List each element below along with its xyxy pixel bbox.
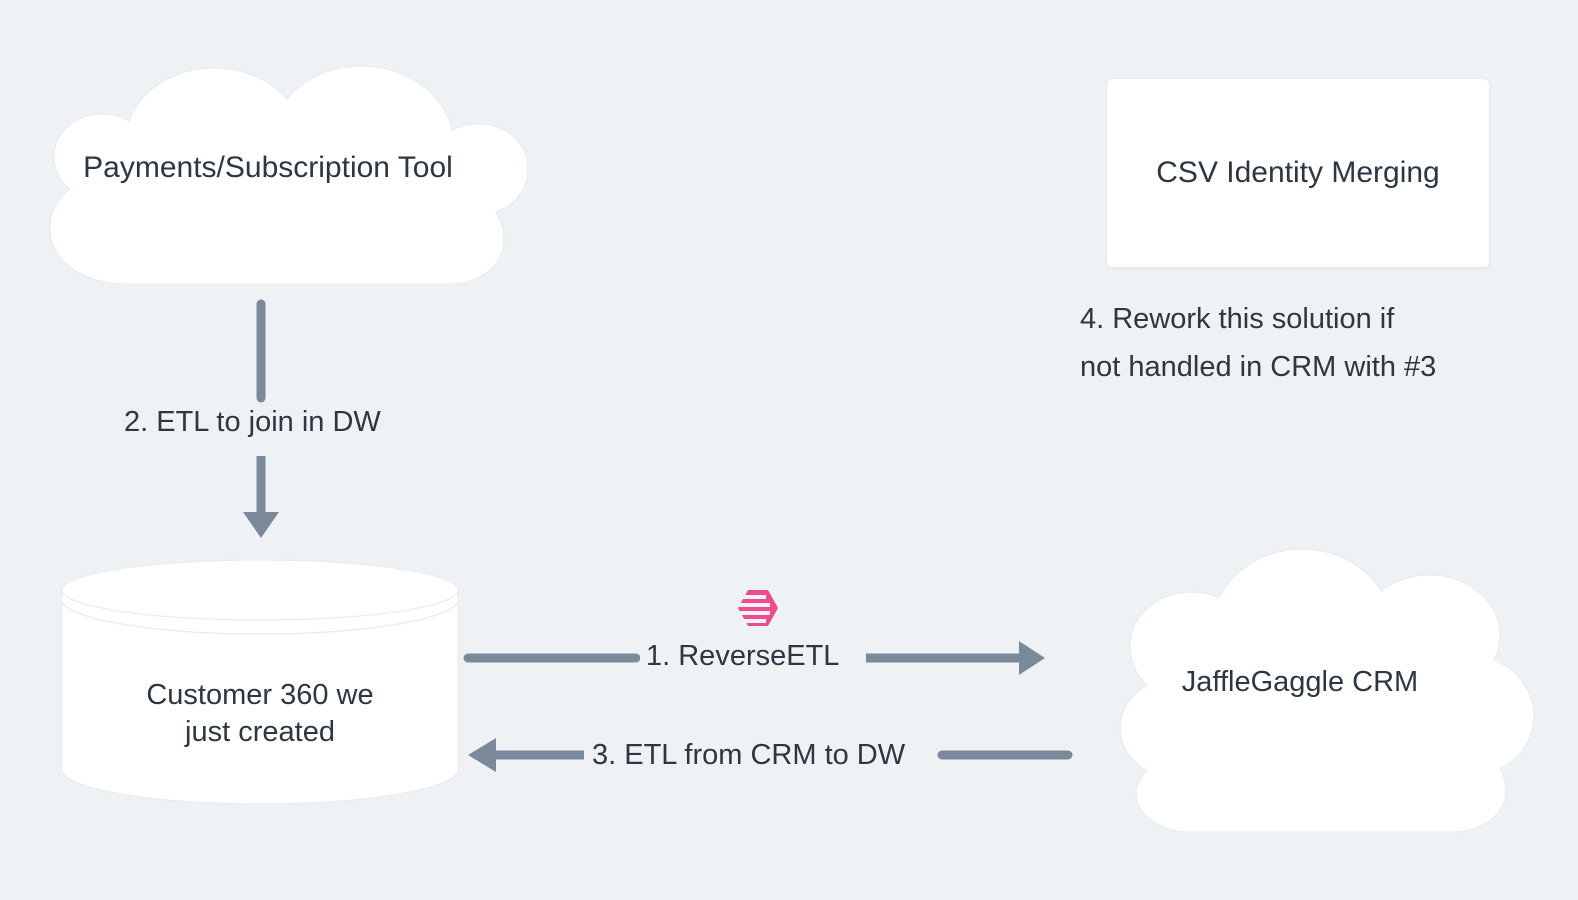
cloud-shape (49, 65, 529, 285)
edge1-arrowhead-right (1019, 641, 1045, 675)
dbt-logo-icon (736, 590, 778, 626)
edge-label-reverse-etl: 1. ReverseETL (640, 641, 846, 672)
cylinder-shape (61, 559, 459, 805)
node-jafflegaggle-crm[interactable]: JaffleGaggle CRM (1050, 522, 1550, 844)
edge-label-etl-from-crm-to-dw: 3. ETL from CRM to DW (586, 740, 912, 771)
node-label-csv: CSV Identity Merging (1156, 155, 1440, 189)
cloud-shape (1119, 548, 1535, 833)
edge3-arrowhead-left (468, 738, 496, 772)
annotation-rework-line2: not handled in CRM with #3 (1080, 350, 1437, 383)
node-payments-subscription-tool[interactable]: Payments/Subscription Tool (8, 52, 529, 285)
annotation-rework-line1: 4. Rework this solution if (1080, 303, 1395, 335)
node-customer-360-database[interactable]: Customer 360 we just created (60, 558, 460, 810)
node-csv-identity-merging[interactable]: CSV Identity Merging (1106, 78, 1490, 268)
edge-label-etl-to-join-in-dw: 2. ETL to join in DW (116, 406, 389, 439)
edge2-arrowhead-down (243, 512, 279, 538)
annotation-rework: 4. Rework this solution if not handled i… (1080, 296, 1510, 392)
